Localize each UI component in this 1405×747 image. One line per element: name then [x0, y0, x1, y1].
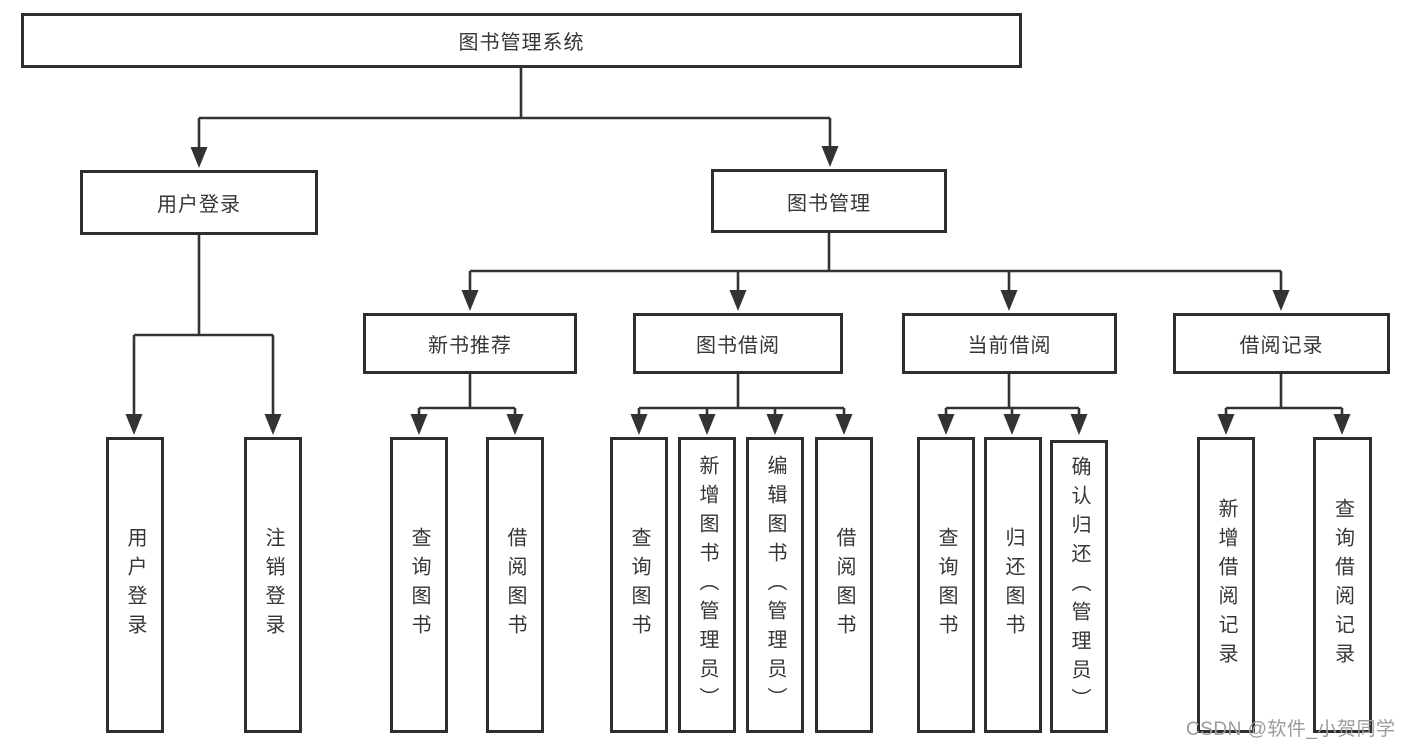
node-book-borrowing: 图书借阅 [633, 313, 843, 374]
node-new-book-recommendation-label: 新书推荐 [428, 335, 512, 357]
leaf-label: 编辑图书（管理员） [764, 454, 786, 716]
leaf-label: 归还图书 [1002, 527, 1024, 643]
leaf-label: 查询借阅记录 [1331, 498, 1354, 672]
leaf-label: 用户登录 [124, 527, 146, 643]
node-borrowing-records-label: 借阅记录 [1239, 335, 1324, 357]
node-book-management-label: 图书管理 [787, 192, 871, 215]
leaf-label: 注销登录 [262, 527, 284, 643]
node-leaf-add-borrow-record: 新增借阅记录 [1197, 437, 1255, 733]
leaf-label: 查询图书 [628, 527, 650, 643]
leaf-label: 借阅图书 [833, 527, 855, 643]
leaf-label: 借阅图书 [504, 527, 526, 643]
node-user-login: 用户登录 [80, 170, 318, 235]
leaf-label: 查询图书 [935, 527, 957, 643]
node-leaf-query-borrow-record: 查询借阅记录 [1313, 437, 1372, 733]
node-leaf-logout: 注销登录 [244, 437, 302, 733]
node-leaf-confirm-return-admin: 确认归还（管理员） [1050, 440, 1108, 733]
node-leaf-return-books: 归还图书 [984, 437, 1042, 733]
node-leaf-borrow-books-recommend: 借阅图书 [486, 437, 544, 733]
node-current-borrowing-label: 当前借阅 [967, 335, 1052, 357]
node-borrowing-records: 借阅记录 [1173, 313, 1390, 374]
node-leaf-query-books-recommend: 查询图书 [390, 437, 448, 733]
node-current-borrowing: 当前借阅 [902, 313, 1117, 374]
leaf-label: 新增借阅记录 [1215, 498, 1237, 672]
node-user-login-label: 用户登录 [157, 194, 241, 216]
leaf-label: 确认归还（管理员） [1068, 456, 1090, 717]
watermark: CSDN @软件_小贺同学 [1186, 719, 1396, 740]
leaf-label: 查询图书 [408, 527, 430, 643]
node-book-management: 图书管理 [711, 169, 947, 233]
node-leaf-user-login: 用户登录 [106, 437, 164, 733]
node-leaf-add-books-admin: 新增图书（管理员） [678, 437, 736, 733]
node-leaf-borrow-books: 借阅图书 [815, 437, 873, 733]
node-leaf-edit-books-admin: 编辑图书（管理员） [746, 437, 804, 733]
node-root-label: 图书管理系统 [458, 32, 585, 54]
node-leaf-query-books-borrow: 查询图书 [610, 437, 668, 733]
node-book-borrowing-label: 图书借阅 [696, 335, 780, 357]
node-leaf-query-books-current: 查询图书 [917, 437, 975, 733]
leaf-label: 新增图书（管理员） [696, 454, 718, 716]
node-root: 图书管理系统 [21, 13, 1022, 68]
node-new-book-recommendation: 新书推荐 [363, 313, 577, 374]
